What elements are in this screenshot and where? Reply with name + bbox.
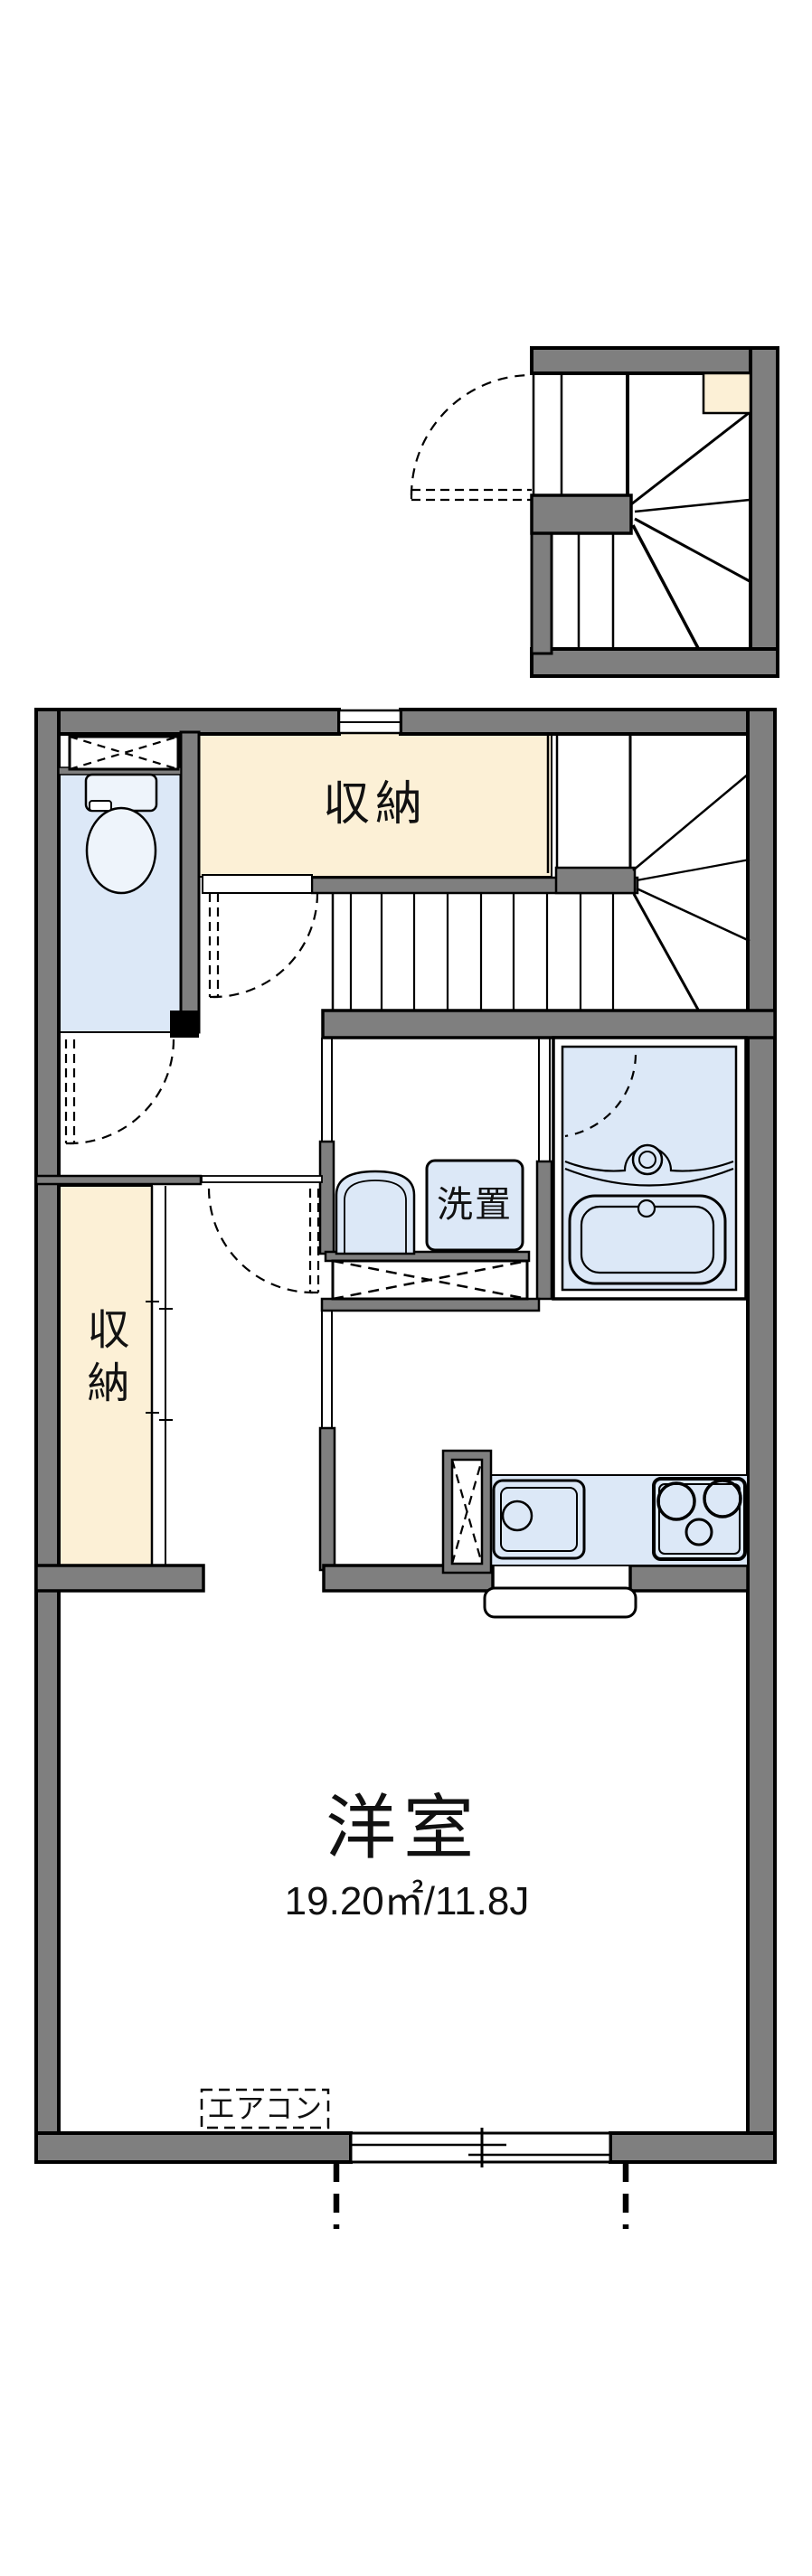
main-room-area-label: 19.20㎡/11.8J (284, 1879, 530, 1923)
kitchen (441, 1449, 749, 1575)
stairwell-center-wall-stub (530, 494, 633, 535)
top-window (337, 709, 402, 735)
top-wall-left (34, 708, 341, 736)
bath-faucet-inner (638, 1151, 656, 1169)
hall-doorway-threshold (201, 1175, 323, 1183)
main-room-label: 洋室 (325, 1788, 482, 1867)
storage-left-bottom-wall (34, 1564, 205, 1593)
toilet-right-wall (179, 730, 201, 1034)
kitchen-sink (492, 1479, 586, 1560)
stairwell-winder-line (630, 411, 750, 506)
door-swings (64, 892, 320, 1294)
storage-top-doorway (202, 874, 313, 894)
stair-center-wall-stub (554, 866, 637, 895)
stair-treads (349, 893, 615, 1011)
storage-top-room (198, 731, 552, 878)
stairwell-landing-pad (702, 371, 752, 415)
washroom (331, 1159, 529, 1301)
outdoor-stairwell (410, 346, 779, 678)
storage-left-sliding-door (146, 1186, 173, 1565)
air-conditioner-label: エアコン (207, 2092, 323, 2125)
toilet-door-leaf (64, 1039, 76, 1145)
entrance-door-leaf (410, 488, 532, 502)
refrigerator-space (441, 1449, 493, 1575)
kitchen-entry-partition (321, 1311, 333, 1428)
storage-door-swing-arc (212, 892, 319, 999)
stairwell-left-wall (530, 531, 553, 655)
stove (652, 1477, 747, 1561)
washroom-door-leaf (308, 1189, 320, 1294)
washroom-door-swing-arc (207, 1188, 314, 1294)
refrigerator-cross (450, 1459, 484, 1565)
kitchen-bottom-wall-right (628, 1564, 750, 1593)
right-wall (746, 708, 777, 2164)
stair-winder-line (632, 893, 700, 1011)
toilet-vent-box (68, 735, 180, 771)
stove-burner (703, 1479, 742, 1518)
storage-top-label: 収納 (322, 778, 429, 831)
stair-winder-line (636, 887, 751, 943)
toilet-door-swing-arc (69, 1039, 175, 1145)
toilet-fixture (84, 773, 158, 895)
stove-inner (658, 1483, 741, 1555)
bathroom (552, 1036, 748, 1301)
bathroom-door-swing-arc (564, 1054, 637, 1138)
wash-basin-inner (344, 1180, 407, 1254)
bath-faucet (631, 1143, 664, 1176)
kitchen-room-opening (483, 1586, 637, 1619)
stairwell-winder-line (631, 524, 700, 649)
toilet-bowl (85, 806, 157, 895)
stairwell-right-wall (749, 346, 779, 678)
storage-left-top-wall (34, 1174, 203, 1186)
laundry-pan-cross (332, 1259, 528, 1301)
toilet-doorstop (170, 1011, 199, 1038)
air-conditioner-box (200, 2088, 330, 2129)
left-wall (34, 708, 61, 2164)
stairwell-winder-line (634, 498, 751, 513)
kitchen-left-wall (318, 1426, 336, 1572)
stove-burner-small (685, 1518, 713, 1547)
toilet-lever (89, 800, 112, 812)
stairs-bottom-wall (321, 1009, 777, 1039)
bottom-wall-right (609, 2131, 777, 2164)
bathtub-drain (637, 1199, 656, 1218)
storage-door-leaf (208, 893, 220, 999)
bottom-window (349, 2128, 612, 2167)
sliding-door-handles (146, 1301, 173, 1421)
washroom-left-wall (318, 1140, 335, 1255)
bath-counter-edge-inner (564, 1167, 734, 1187)
top-wall-right (399, 708, 777, 736)
stair-winder-line (632, 773, 750, 871)
bathtub (568, 1194, 727, 1285)
kitchen-sink-drain (501, 1500, 533, 1532)
bottom-wall-left (34, 2131, 353, 2164)
entrance-door-swing-arc (410, 373, 533, 496)
bathroom-entry-partition (538, 1038, 551, 1161)
stairwell-top-wall (530, 346, 779, 375)
washroom-bottom-wall (320, 1297, 541, 1312)
stairwell-winder-line (634, 517, 751, 583)
storage-stairs-partition (546, 734, 559, 873)
vent-box-cross (69, 735, 179, 771)
washroom-bath-wall (535, 1160, 553, 1301)
main-floor (34, 708, 777, 2229)
stair-winder-line (636, 858, 751, 882)
washroom-entry-partition (321, 1038, 333, 1142)
stairwell-bottom-wall (530, 647, 779, 678)
stove-burner (656, 1481, 696, 1521)
laundry-space-box (425, 1159, 524, 1252)
kitchen-sink-inner (500, 1487, 578, 1552)
wash-basin (335, 1170, 416, 1255)
storage-left-label: 収納 (80, 1307, 129, 1414)
laundry-space-label: 洗置 (437, 1185, 513, 1225)
indoor-staircase (331, 735, 751, 1011)
